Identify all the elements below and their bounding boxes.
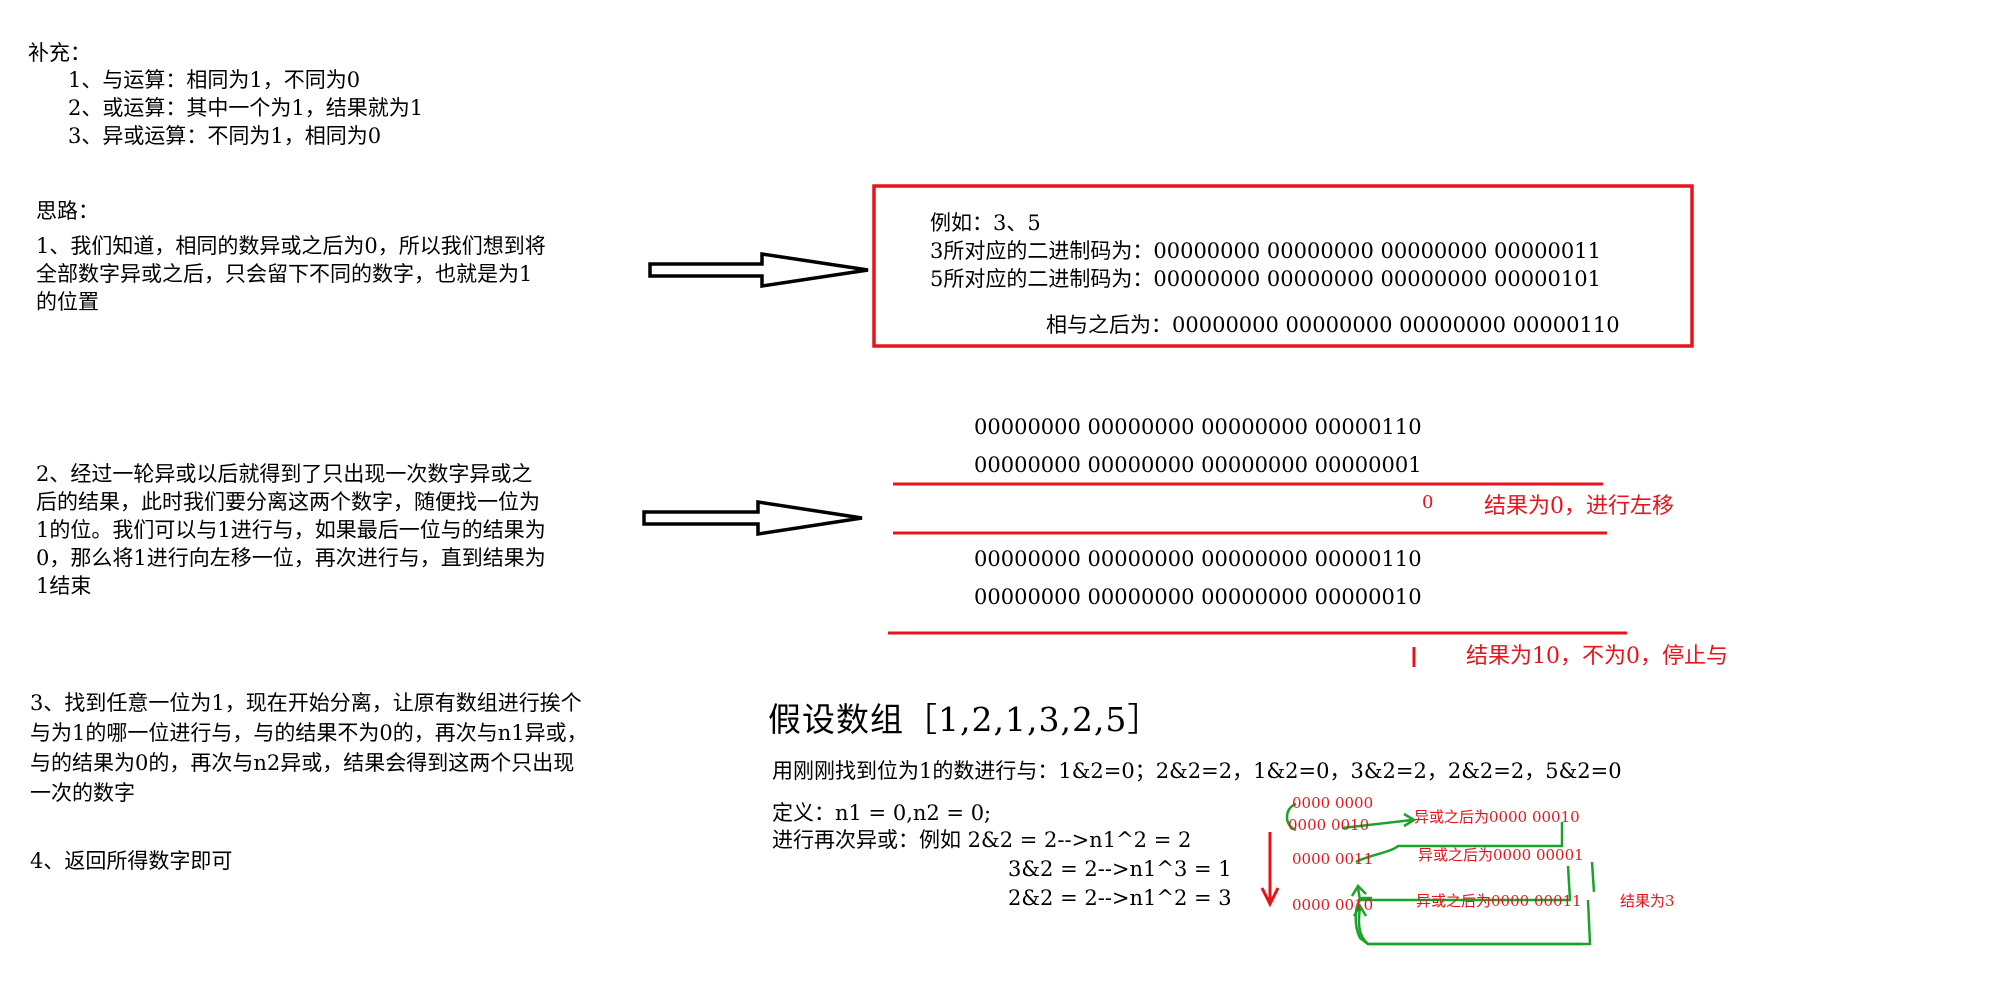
define-line: 定义：n1 = 0,n2 = 0;: [772, 801, 992, 825]
xor-operand: 0000 0010: [1292, 896, 1374, 914]
text-line: 0，那么将1进行向左移一位，再次进行与，直到结果为: [36, 546, 546, 570]
example-and-result: 相与之后为：00000000 00000000 00000000 0000011…: [1046, 313, 1620, 337]
supplement-list: 1、与运算：相同为1，不同为0 2、或运算：其中一个为1，结果就为1 3、异或运…: [68, 66, 423, 150]
shift-operand-b2: 00000000 00000000 00000000 00000010: [974, 585, 1422, 609]
equation-line: 进行再次异或：例如 2&2 = 2-->n1^2 = 2: [772, 828, 1192, 852]
approach-heading: 思路：: [36, 199, 99, 223]
text-line: 的位置: [36, 290, 99, 314]
approach-step4: 4、返回所得数字即可: [30, 849, 233, 873]
text-line: 后的结果，此时我们要分离这两个数字，随便找一位为: [36, 490, 540, 514]
supplement-item: 1、与运算：相同为1，不同为0: [68, 68, 361, 92]
shift-note1: 结果为0，进行左移: [1484, 494, 1674, 519]
xor-operand: 0000 0000: [1292, 794, 1374, 812]
approach-step3: 3、找到任意一位为1，现在开始分离，让原有数组进行挨个 与为1的哪一位进行与，与…: [30, 688, 588, 808]
supplement-item: 2、或运算：其中一个为1，结果就为1: [68, 96, 424, 120]
xor-final: 结果为3: [1620, 892, 1675, 910]
text-line: 一次的数字: [30, 781, 135, 805]
text-line: 1结束: [36, 574, 92, 598]
array-title: 假设数组［1,2,1,3,2,5］: [768, 700, 1162, 739]
shift-note2: 结果为10，不为0，停止与: [1466, 644, 1728, 669]
shift-operand-b1: 00000000 00000000 00000000 00000001: [974, 453, 1422, 477]
text-line: 3、找到任意一位为1，现在开始分离，让原有数组进行挨个: [30, 691, 582, 715]
xor-operand: 0000 0011: [1292, 850, 1374, 868]
text-line: 全部数字异或之后，只会留下不同的数字，也就是为1: [36, 262, 533, 286]
xor-result-2: 异或之后为0000 00001: [1418, 846, 1584, 864]
xor-equations: 进行再次异或：例如 2&2 = 2-->n1^2 = 2 3&2 = 2-->n…: [772, 826, 1232, 913]
xor-result-1: 异或之后为0000 00010: [1414, 808, 1580, 826]
supplement-heading: 补充：: [28, 41, 91, 65]
example-title: 例如：3、5: [930, 211, 1041, 235]
xor-result-3: 异或之后为0000 00011: [1416, 892, 1582, 910]
equation-line: 2&2 = 2-->n1^2 = 3: [1008, 886, 1232, 910]
xor-operand: 0000 0010: [1288, 816, 1370, 834]
shift-operand-a2: 00000000 00000000 00000000 00000110: [974, 547, 1422, 571]
shift-operand-a1: 00000000 00000000 00000000 00000110: [974, 415, 1422, 439]
text-line: 与为1的哪一位进行与，与的结果不为0的，再次与n1异或，: [30, 721, 588, 745]
array-and-line: 用刚刚找到位为1的数进行与：1&2=0；2&2=2，1&2=0，3&2=2，2&…: [772, 759, 1622, 783]
text-line: 1的位。我们可以与1进行与，如果最后一位与的结果为: [36, 518, 546, 542]
example-binary-3: 3所对应的二进制码为：00000000 00000000 00000000 00…: [930, 239, 1601, 263]
approach-step2: 2、经过一轮异或以后就得到了只出现一次数字异或之 后的结果，此时我们要分离这两个…: [36, 460, 546, 600]
supplement-item: 3、异或运算：不同为1，相同为0: [68, 124, 382, 148]
arrow-head-icon: [1260, 887, 1280, 908]
green-flow-arrows: [1285, 802, 1596, 946]
example-binary-5: 5所对应的二进制码为：00000000 00000000 00000000 00…: [930, 267, 1601, 291]
text-line: 2、经过一轮异或以后就得到了只出现一次数字异或之: [36, 462, 533, 486]
example-box: [872, 184, 1694, 348]
equation-line: 3&2 = 2-->n1^3 = 1: [1008, 857, 1232, 881]
text-line: 1、我们知道，相同的数异或之后为0，所以我们想到将: [36, 234, 546, 258]
approach-step1: 1、我们知道，相同的数异或之后为0，所以我们想到将 全部数字异或之后，只会留下不…: [36, 232, 546, 316]
text-line: 与的结果为0的，再次与n2异或，结果会得到这两个只出现: [30, 751, 575, 775]
shift-zero-result: 0: [1422, 492, 1434, 513]
arrow-right-icon: [642, 499, 863, 537]
arrow-right-icon: [648, 251, 869, 289]
